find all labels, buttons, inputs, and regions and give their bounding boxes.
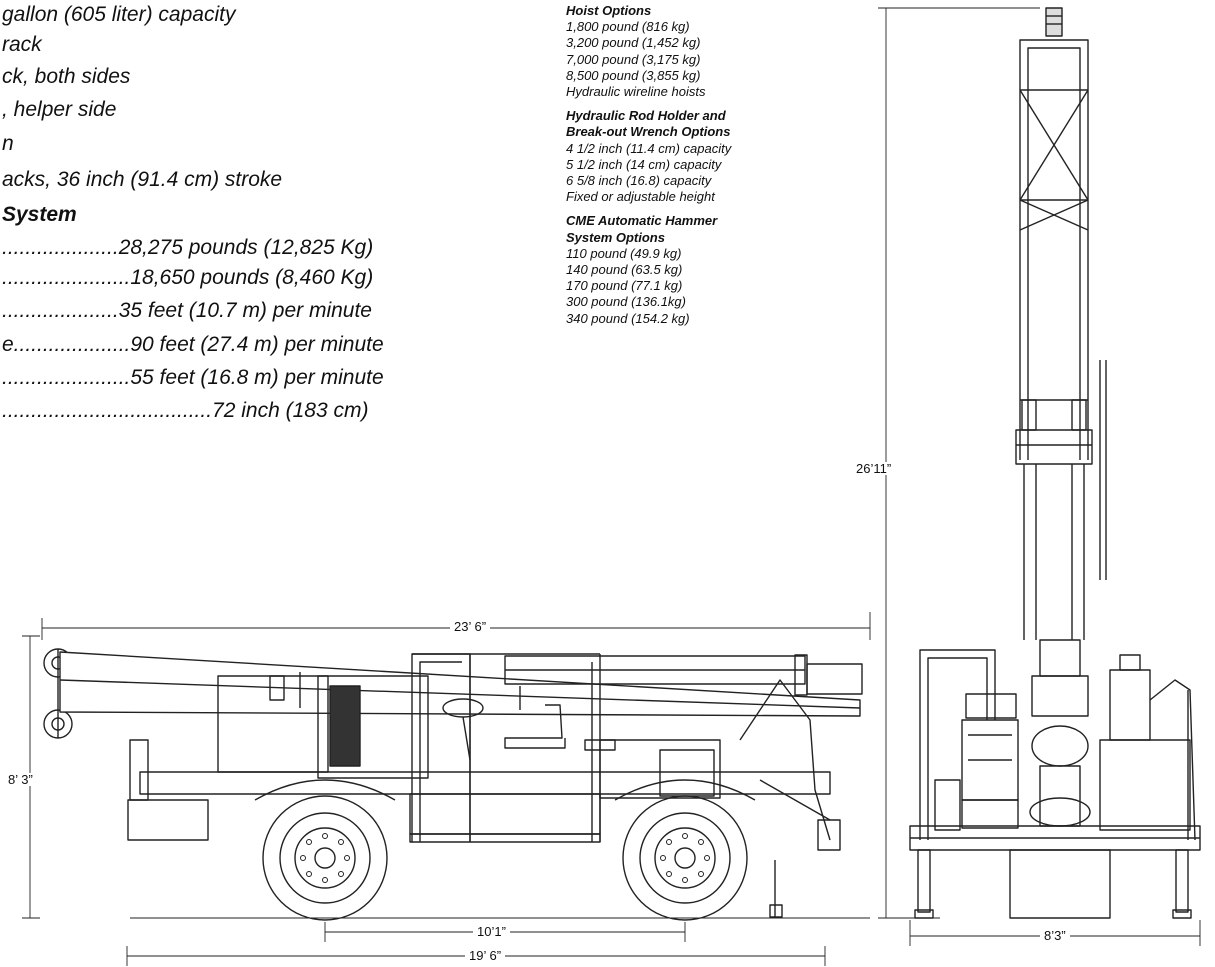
rod-holder-option-4: Fixed or adjustable height	[566, 189, 715, 205]
dim-width-rear: 8’3”	[1040, 929, 1070, 942]
hoist-options-title: Hoist Options	[566, 3, 652, 18]
hammer-title-1: CME Automatic Hammer	[566, 213, 718, 229]
dim-mast-height: 26’11”	[852, 462, 896, 475]
hammer-option-4: 300 pound (136.1kg)	[566, 294, 686, 310]
spec-line-tank-capacity: gallon (605 liter) capacity	[2, 3, 236, 26]
hammer-option-2: 140 pound (63.5 kg)	[566, 262, 683, 278]
spec-row-4: e....................90 feet (27.4 m) pe…	[2, 333, 384, 356]
hammer-title-2: System Options	[566, 229, 665, 245]
spec-line-helper-side: , helper side	[2, 98, 117, 121]
spec-row-5: ......................55 feet (16.8 m) p…	[2, 366, 384, 389]
spec-line-both-sides: ck, both sides	[2, 65, 131, 88]
spec-row-2: ......................18,650 pounds (8,4…	[2, 266, 374, 289]
rod-holder-title-2: Break-out Wrench Options	[566, 124, 731, 140]
hoist-option-4: 8,500 pound (3,855 kg)	[566, 67, 701, 83]
dim-chassis-length: 19’ 6”	[465, 949, 506, 962]
hoist-option-3: 7,000 pound (3,175 kg)	[566, 51, 701, 67]
rod-holder-option-2: 5 1/2 inch (14 cm) capacity	[566, 156, 722, 172]
hammer-option-5: 340 pound (154.2 kg)	[566, 310, 690, 326]
spec-line-n: n	[2, 132, 14, 155]
dim-overall-length: 23’ 6”	[450, 620, 491, 633]
spec-row-1: ....................28,275 pounds (12,82…	[2, 236, 374, 259]
spec-row-3: ....................35 feet (10.7 m) per…	[2, 299, 372, 322]
hammer-option-1: 110 pound (49.9 kg)	[566, 245, 682, 261]
dim-height-side: 8’ 3”	[4, 773, 37, 786]
rear-view	[878, 7, 1201, 946]
rod-holder-option-1: 4 1/2 inch (11.4 cm) capacity	[566, 140, 732, 156]
spec-section-title: System	[2, 203, 77, 226]
side-view	[22, 612, 871, 966]
hoist-option-2: 3,200 pound (1,452 kg)	[566, 35, 701, 51]
spec-line-rack: rack	[2, 33, 42, 56]
rod-holder-title-1: Hydraulic Rod Holder and	[566, 108, 726, 124]
options-column: Hoist Options 1,800 pound (816 kg) 3,200…	[566, 3, 826, 327]
rod-holder-option-3: 6 5/8 inch (16.8) capacity	[566, 173, 712, 189]
dim-wheelbase: 10’1”	[473, 925, 510, 938]
hoist-option-1: 1,800 pound (816 kg)	[566, 19, 690, 35]
hoist-option-5: Hydraulic wireline hoists	[566, 84, 706, 100]
hammer-option-3: 170 pound (77.1 kg)	[566, 278, 683, 294]
spec-line-jacks-stroke: acks, 36 inch (91.4 cm) stroke	[2, 168, 283, 191]
spec-row-6: ....................................72 i…	[2, 399, 369, 422]
